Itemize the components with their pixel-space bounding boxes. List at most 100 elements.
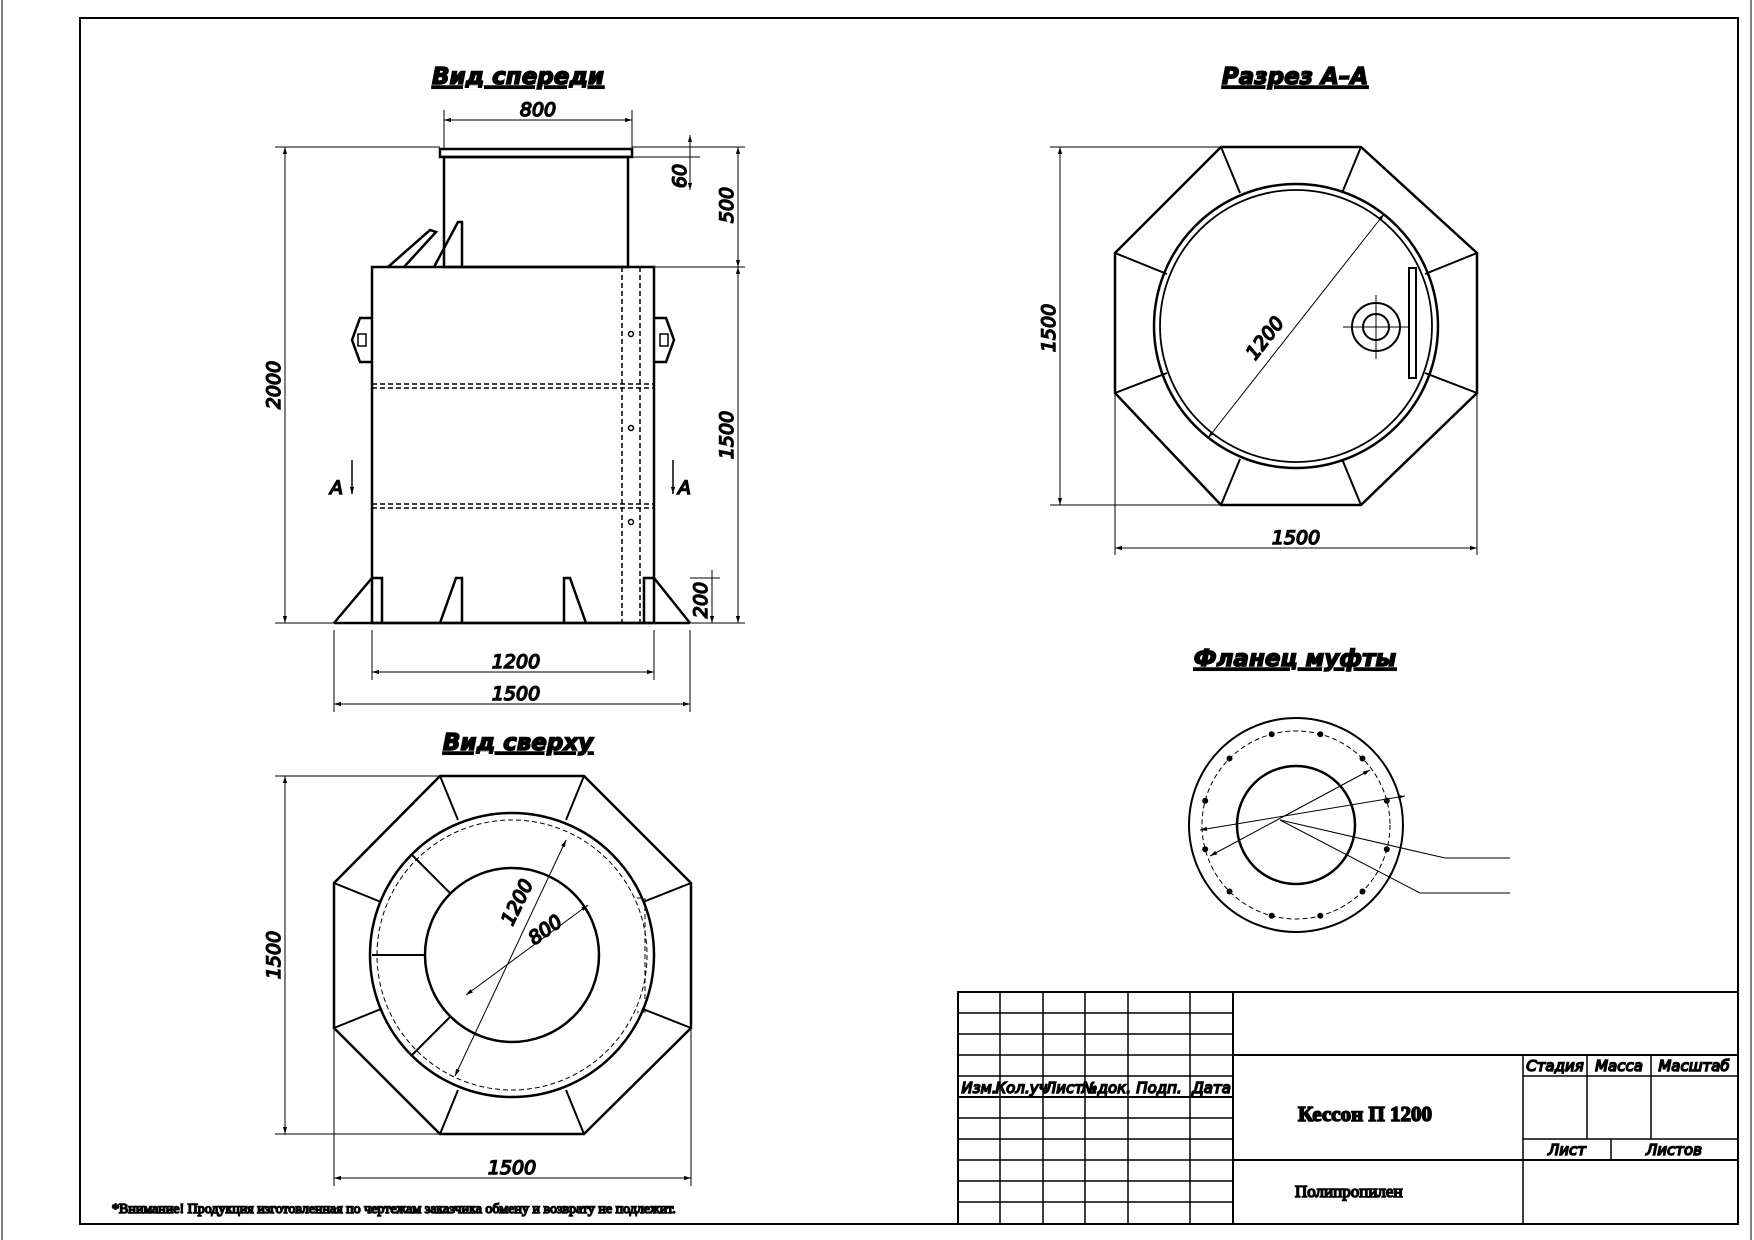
top-view: Вид сверху 1200 800 1500 1500 bbox=[262, 729, 693, 1186]
stage-header: Стадия bbox=[1526, 1057, 1584, 1075]
dim-body-width: 1200 bbox=[492, 651, 540, 673]
flange-bolt-hole bbox=[1226, 888, 1233, 895]
top-rib-4 bbox=[642, 1008, 692, 1029]
section-view: Разрез А–А 1200 1500 1500 bbox=[1037, 63, 1479, 555]
flange-bolt-hole bbox=[1202, 846, 1209, 853]
dim-top-width: 1500 bbox=[488, 1157, 536, 1179]
dim-body-height: 1500 bbox=[716, 411, 738, 459]
front-lug-left bbox=[350, 316, 372, 364]
top-rib-7 bbox=[333, 1008, 382, 1029]
section-mark-left: А bbox=[328, 477, 343, 499]
front-lug-left-hole bbox=[357, 333, 367, 347]
header-list: Лист bbox=[1044, 1079, 1084, 1097]
flange-bolt-hole bbox=[1383, 846, 1390, 853]
flange-bolt-hole bbox=[1202, 797, 1209, 804]
dim-neck-height: 500 bbox=[716, 187, 738, 223]
flange-view: Фланец муфты bbox=[1188, 645, 1510, 933]
section-rib-5 bbox=[1341, 458, 1362, 506]
front-lug-right bbox=[654, 316, 676, 364]
section-rib-4 bbox=[1424, 372, 1478, 394]
product-name: Кессон П 1200 bbox=[1298, 1102, 1432, 1126]
dim-section-diameter: 1200 bbox=[1242, 312, 1289, 364]
dim-top-height: 1500 bbox=[263, 931, 285, 979]
sheet-label: Лист bbox=[1547, 1141, 1587, 1159]
section-inner-wall bbox=[1159, 189, 1433, 463]
section-outer-wall bbox=[1152, 182, 1440, 470]
material: Полипропилен bbox=[1295, 1182, 1403, 1201]
dim-base-height: 200 bbox=[690, 582, 712, 618]
dim-line-section-diameter bbox=[1207, 213, 1385, 439]
flange-leader-1 bbox=[1279, 819, 1446, 859]
top-rib-8 bbox=[333, 882, 382, 903]
top-rib-6 bbox=[439, 1089, 459, 1135]
flange-leader-2 bbox=[1279, 819, 1421, 894]
flange-outer bbox=[1188, 717, 1404, 933]
dim-line-top-neck bbox=[465, 904, 589, 996]
front-gusset-left bbox=[387, 228, 439, 268]
front-neck bbox=[442, 155, 630, 269]
front-base-rib-3 bbox=[562, 576, 588, 624]
flange-bolt-hole bbox=[1268, 731, 1275, 738]
section-fitting-plate bbox=[1408, 267, 1417, 379]
front-gusset-right bbox=[432, 220, 464, 268]
flange-bore bbox=[1235, 764, 1357, 886]
mass-header: Масса bbox=[1595, 1057, 1643, 1075]
flange-bolt-hole bbox=[1268, 912, 1275, 919]
dim-section-width: 1500 bbox=[1272, 527, 1320, 549]
dim-top-neck-diameter: 800 bbox=[524, 911, 566, 950]
top-gusset-1 bbox=[411, 854, 451, 894]
header-kol-uch: Кол.уч bbox=[996, 1079, 1048, 1097]
dim-neck-width: 800 bbox=[520, 99, 556, 121]
header-data: Дата bbox=[1191, 1079, 1231, 1097]
section-rib-3 bbox=[1424, 252, 1478, 275]
flange-bolt-hole bbox=[1359, 888, 1366, 895]
section-rib-2 bbox=[1341, 146, 1362, 194]
dim-total-height: 2000 bbox=[263, 361, 285, 409]
flange-view-title: Фланец муфты bbox=[1194, 646, 1397, 672]
flange-bolt-hole bbox=[1317, 912, 1324, 919]
front-body bbox=[370, 265, 656, 625]
section-rib-1 bbox=[1220, 146, 1241, 194]
front-bolt-3 bbox=[627, 518, 635, 526]
disclaimer-note: *Внимание! Продукция изготовленная по че… bbox=[112, 1202, 676, 1217]
dim-base-width: 1500 bbox=[492, 683, 540, 705]
sheets-label: Листов bbox=[1645, 1141, 1702, 1159]
top-fitting bbox=[637, 897, 646, 1013]
front-base-rib-4 bbox=[642, 576, 691, 624]
drawing-frame bbox=[79, 17, 1739, 1225]
dim-line-top-outer bbox=[454, 839, 567, 1077]
flange-dim-line-1 bbox=[1209, 769, 1371, 857]
front-view-title: Вид спереди bbox=[432, 64, 604, 90]
top-view-title: Вид сверху bbox=[443, 730, 594, 756]
header-n-dok: №док. bbox=[1081, 1079, 1131, 1097]
section-rib-8 bbox=[1114, 252, 1168, 275]
dim-top-outer-diameter: 1200 bbox=[497, 876, 538, 929]
flange-bolt-hole bbox=[1226, 755, 1233, 762]
header-podp: Подп. bbox=[1136, 1079, 1181, 1097]
flange-bolt-hole bbox=[1359, 755, 1366, 762]
flange-bolt-hole bbox=[1317, 731, 1324, 738]
front-base-rib-2 bbox=[438, 576, 464, 624]
section-rib-6 bbox=[1220, 458, 1241, 506]
top-outer-wall bbox=[368, 811, 656, 1099]
top-rib-2 bbox=[565, 775, 585, 821]
section-mark-right: А bbox=[676, 477, 691, 499]
front-base-rib-1 bbox=[333, 576, 384, 624]
top-gusset-3 bbox=[411, 1016, 451, 1056]
front-lug-right-hole bbox=[659, 333, 669, 347]
header-izm: Изм. bbox=[961, 1079, 996, 1097]
top-rib-3 bbox=[642, 882, 692, 903]
dim-lid-thickness: 60 bbox=[669, 164, 691, 188]
scale-header: Масштаб bbox=[1658, 1057, 1729, 1075]
section-rib-7 bbox=[1114, 372, 1168, 394]
top-inner-wall bbox=[376, 819, 648, 1091]
section-view-title: Разрез А–А bbox=[1222, 64, 1368, 90]
front-bolt-2 bbox=[627, 424, 635, 432]
front-bolt-1 bbox=[627, 330, 635, 338]
top-rib-1 bbox=[439, 775, 459, 821]
top-rib-5 bbox=[565, 1089, 585, 1135]
front-view: Вид спереди А А bbox=[262, 63, 745, 712]
